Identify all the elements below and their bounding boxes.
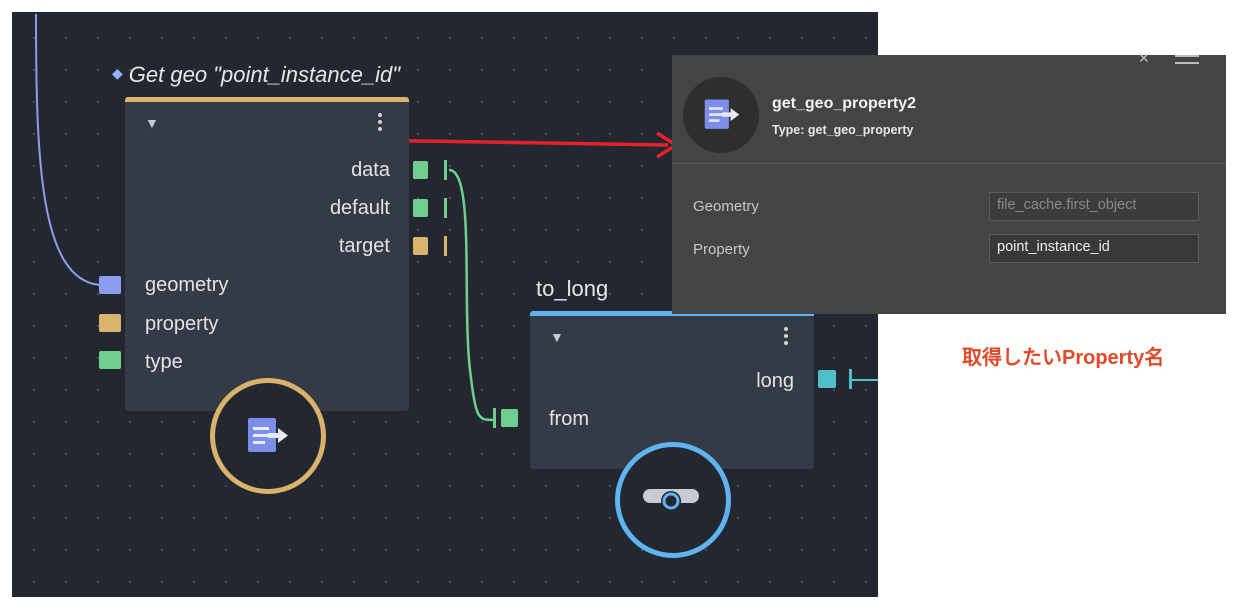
panel-node-name: get_geo_property2 (772, 95, 917, 112)
panel-node-type: Type: get_geo_property (772, 123, 914, 137)
output-port-target[interactable] (413, 237, 428, 255)
node-menu-icon[interactable] (784, 327, 788, 348)
property-field[interactable]: point_instance_id (989, 234, 1199, 263)
output-label-default: default (329, 197, 390, 219)
collapse-toggle-icon[interactable]: ▼ (550, 329, 564, 345)
output-port-long-bar (849, 369, 852, 389)
get-geo-node-title: ◆Get geo "point_instance_id" (112, 62, 401, 87)
get-geo-property-icon (704, 99, 740, 129)
to-long-node-title: to_long (536, 276, 609, 301)
panel-header: get_geo_property2 Type: get_geo_property… (672, 51, 1226, 164)
property-panel: get_geo_property2 Type: get_geo_property… (672, 51, 1226, 314)
output-port-default[interactable] (413, 199, 428, 217)
get-geo-node[interactable]: ▼ (125, 97, 409, 411)
input-port-geometry[interactable] (99, 276, 121, 294)
output-port-long[interactable] (818, 370, 836, 388)
pin-icon[interactable]: ✕ (1138, 50, 1150, 66)
output-port-data[interactable] (413, 161, 428, 179)
to-long-node-icon-ring (615, 442, 731, 558)
input-label-property: property (145, 313, 219, 335)
input-label-geometry: geometry (145, 274, 229, 296)
panel-node-icon (683, 77, 759, 153)
to-long-convert-icon (643, 489, 699, 511)
geometry-field-label: Geometry (693, 198, 759, 215)
output-port-target-bar (444, 236, 447, 256)
geometry-field[interactable]: file_cache.first_object (989, 192, 1199, 221)
get-geo-node-accent (125, 97, 409, 102)
input-label-from: from (549, 408, 589, 430)
output-label-target: target (338, 235, 390, 257)
node-diamond-icon: ◆ (112, 65, 123, 81)
annotation-text: 取得したいProperty名 (962, 347, 1165, 369)
input-port-from[interactable] (501, 409, 518, 427)
get-geo-property-icon (248, 418, 288, 452)
input-label-type: type (145, 351, 183, 373)
panel-menu-icon[interactable] (1175, 55, 1199, 64)
property-field-label: Property (693, 241, 750, 258)
output-port-data-bar (444, 160, 447, 180)
input-port-property[interactable] (99, 314, 121, 332)
output-port-default-bar (444, 198, 447, 218)
output-label-data: data (351, 159, 390, 181)
input-port-type[interactable] (99, 351, 121, 369)
node-menu-icon[interactable] (378, 113, 382, 134)
collapse-toggle-icon[interactable]: ▼ (145, 115, 159, 131)
output-label-long: long (756, 370, 794, 392)
input-port-from-bar (493, 408, 496, 428)
